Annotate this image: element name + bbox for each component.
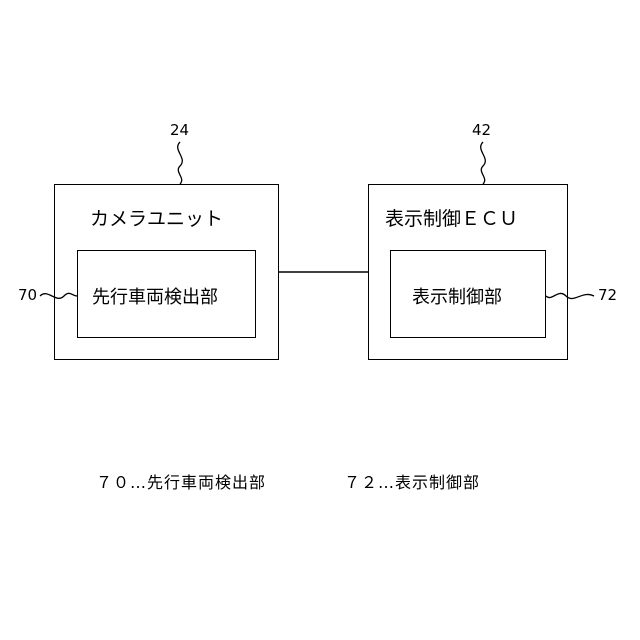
leader-24 — [178, 142, 183, 184]
ref-42: 42 — [472, 121, 491, 139]
legend-item-72: ７２…表示制御部 — [344, 469, 480, 493]
display-ecu-title: 表示制御ＥＣＵ — [385, 204, 518, 231]
legend-item-70: ７０…先行車両検出部 — [96, 469, 266, 493]
display-controller-label: 表示制御部 — [412, 283, 502, 309]
ref-70: 70 — [18, 286, 37, 304]
ref-24: 24 — [170, 121, 189, 139]
ref-72: 72 — [598, 286, 617, 304]
preceding-vehicle-detector-label: 先行車両検出部 — [92, 283, 218, 309]
camera-unit-title: カメラユニット — [90, 204, 223, 231]
leader-42 — [481, 142, 486, 184]
